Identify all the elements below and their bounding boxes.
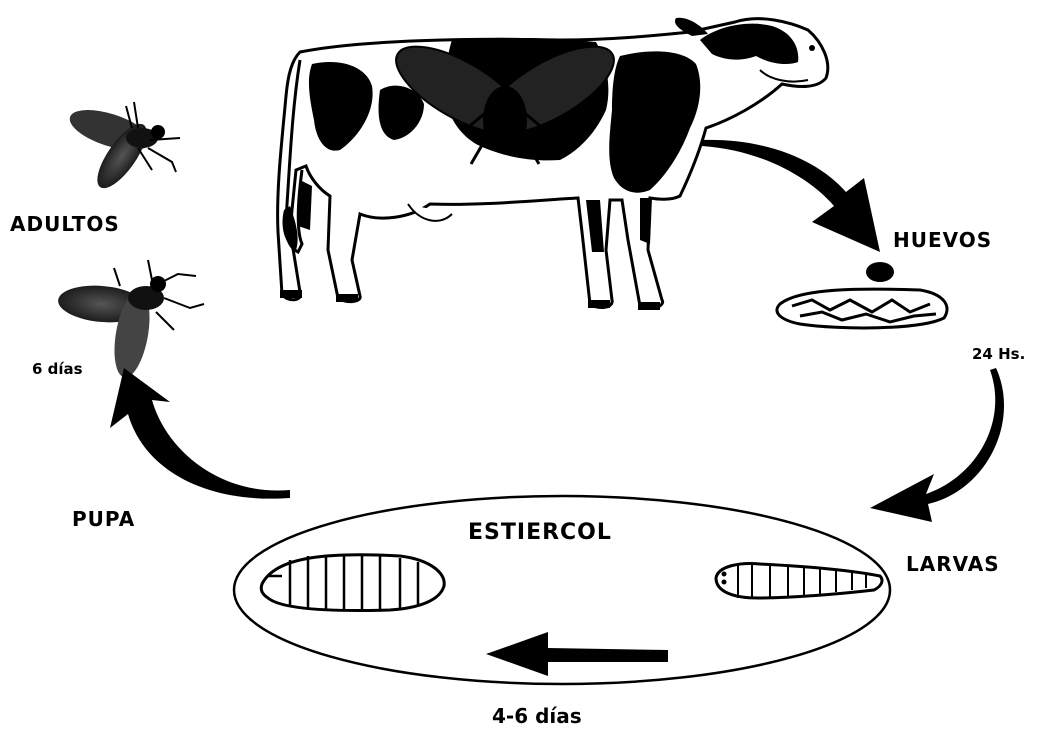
fly-icon [65, 102, 180, 195]
duration-label-4-6dias: 4-6 días [492, 704, 582, 728]
stage-label-pupa: PUPA [72, 507, 135, 531]
duration-label-24hs: 24 Hs. [972, 345, 1025, 363]
egg-mass-icon [777, 262, 947, 328]
habitat-label-estiercol: ESTIERCOL [468, 520, 612, 545]
pupa-icon [261, 555, 444, 611]
stage-label-adultos: ADULTOS [10, 212, 120, 236]
duration-label-6dias: 6 días [32, 360, 83, 378]
stage-label-huevos: HUEVOS [893, 228, 992, 252]
stage-label-larvas: LARVAS [906, 552, 1000, 576]
